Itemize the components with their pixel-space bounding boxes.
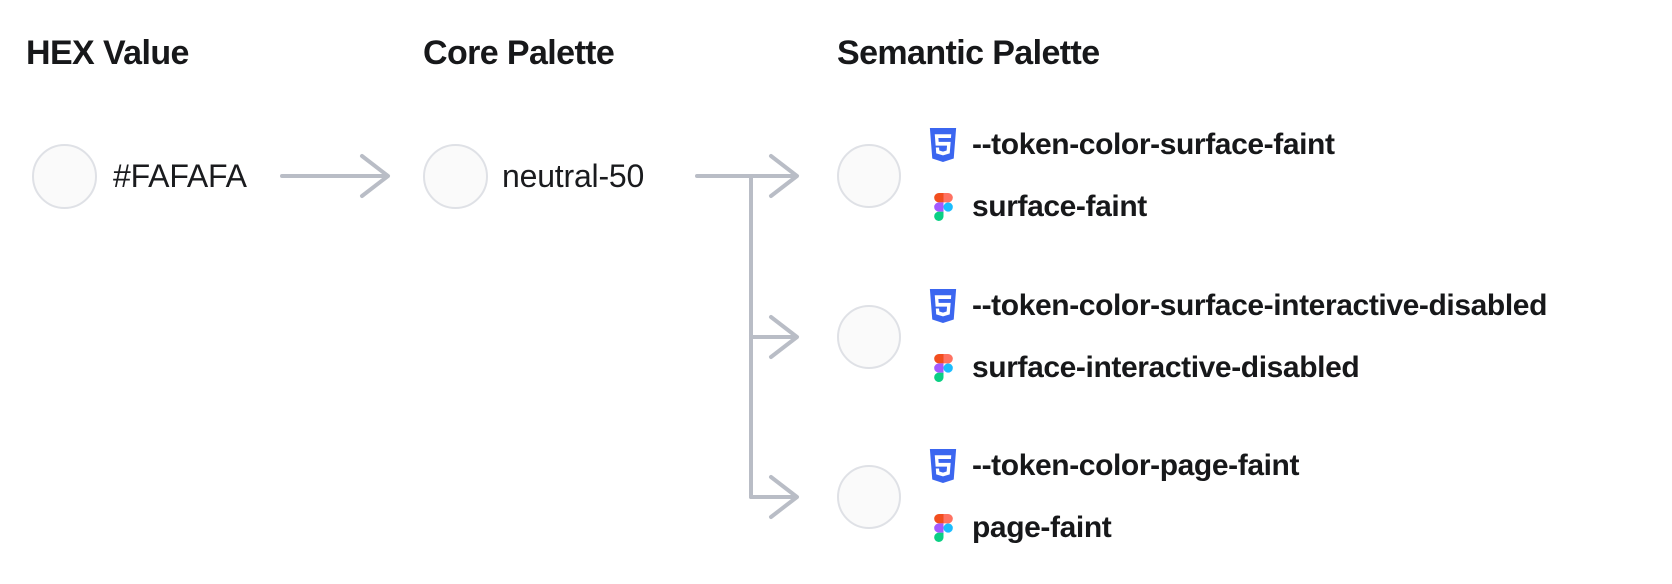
arrow-core-to-semantic-3-head: [769, 475, 799, 519]
column-header-semantic-palette: Semantic Palette: [837, 34, 1100, 72]
css-token-line: --token-color-surface-faint: [928, 125, 1335, 165]
arrow-core-to-semantic-1-head: [769, 154, 799, 198]
css-token-line: --token-color-surface-interactive-disabl…: [928, 286, 1547, 326]
core-palette-label: neutral-50: [502, 157, 645, 194]
hex-value-label: #FAFAFA: [113, 157, 247, 194]
css3-shield-icon: [928, 449, 958, 483]
semantic-entry-surface-faint: --token-color-surface-faint surface-fain…: [837, 125, 1335, 227]
column-header-hex-value: HEX Value: [26, 34, 189, 72]
arrow-hex-to-core-head: [360, 154, 390, 198]
arrow-core-to-semantic-2-head: [769, 315, 799, 359]
semantic-entry-page-faint: --token-color-page-faint page-faint: [837, 446, 1299, 548]
column-header-core-palette: Core Palette: [423, 34, 615, 72]
semantic-swatch-circle: [837, 144, 901, 208]
figma-token-line: surface-interactive-disabled: [928, 348, 1547, 388]
figma-token-label: surface-interactive-disabled: [972, 351, 1360, 384]
hex-value-node: #FAFAFA: [32, 143, 247, 209]
core-palette-node: neutral-50: [423, 143, 644, 209]
css-token-label: --token-color-page-faint: [972, 449, 1300, 482]
css-token-label: --token-color-surface-faint: [972, 128, 1335, 161]
figma-token-line: page-faint: [928, 508, 1299, 548]
hex-swatch-circle: [32, 143, 97, 209]
figma-logo-icon: [928, 193, 958, 221]
css3-shield-icon: [928, 289, 958, 323]
css-token-label: --token-color-surface-interactive-disabl…: [972, 289, 1547, 322]
figma-token-label: surface-faint: [972, 190, 1147, 223]
figma-token-line: surface-faint: [928, 187, 1335, 227]
figma-token-label: page-faint: [972, 511, 1112, 544]
semantic-swatch-circle: [837, 465, 901, 529]
figma-logo-icon: [928, 354, 958, 382]
figma-logo-icon: [928, 514, 958, 542]
semantic-entry-surface-interactive-disabled: --token-color-surface-interactive-disabl…: [837, 286, 1547, 388]
css3-shield-icon: [928, 128, 958, 162]
core-swatch-circle: [423, 143, 488, 209]
css-token-line: --token-color-page-faint: [928, 446, 1299, 486]
semantic-swatch-circle: [837, 305, 901, 369]
